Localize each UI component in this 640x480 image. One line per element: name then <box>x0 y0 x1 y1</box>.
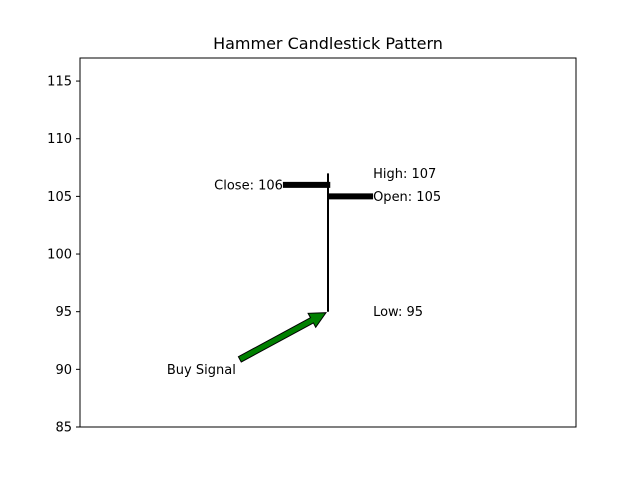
plot-area-frame <box>79 57 577 428</box>
candle-layer <box>282 173 374 312</box>
y-tick-label: 115 <box>47 75 72 90</box>
y-tick-label: 105 <box>47 190 72 205</box>
y-axis: 85 90 95 100 105 110 115 <box>47 75 80 436</box>
y-tick-label: 110 <box>47 132 72 147</box>
low-label: Low: 95 <box>373 305 423 320</box>
annotation-layer: Buy Signal <box>167 312 327 378</box>
close-label: Close: 106 <box>214 178 283 193</box>
buy-signal-arrow <box>237 312 327 363</box>
buy-signal-label: Buy Signal <box>167 363 236 378</box>
high-label: High: 107 <box>373 167 436 182</box>
y-tick-label: 90 <box>55 363 72 378</box>
y-tick-label: 100 <box>47 248 72 263</box>
open-label: Open: 105 <box>373 190 441 205</box>
chart-title: Hammer Candlestick Pattern <box>213 34 443 53</box>
y-tick-label: 85 <box>55 421 72 436</box>
y-tick-label: 95 <box>55 305 72 320</box>
